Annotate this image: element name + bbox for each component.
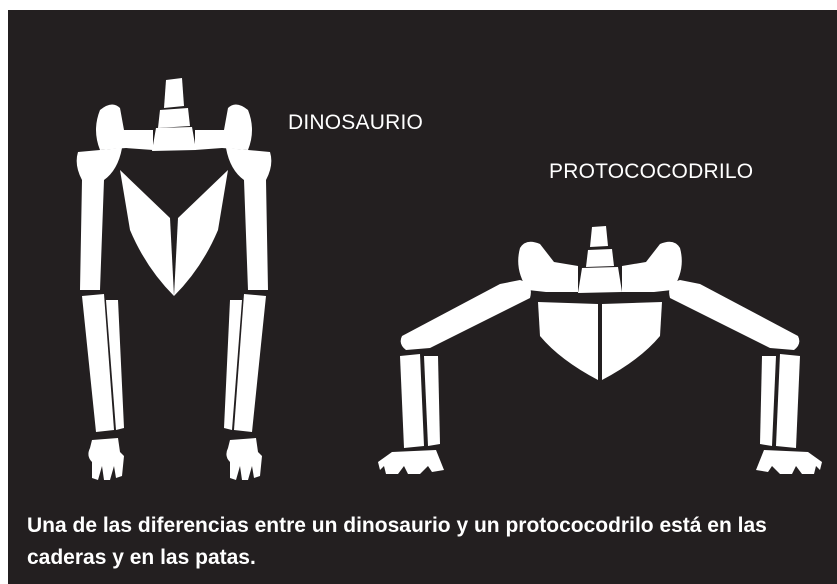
proto-fibula-left xyxy=(424,356,440,446)
proto-vertebra-top xyxy=(590,226,608,247)
protocrocodile-skeleton xyxy=(378,226,822,474)
dino-ilium-right xyxy=(195,104,252,150)
dinosaur-label: DINOSAURIO xyxy=(288,111,424,134)
proto-foot-right xyxy=(756,450,822,474)
dino-femur-right xyxy=(226,148,272,290)
dino-fibula-left xyxy=(106,300,124,430)
dino-sacrum xyxy=(152,127,196,151)
dino-tibia-left xyxy=(82,294,114,432)
dino-tibia-right xyxy=(234,294,266,432)
dino-pubis-left xyxy=(120,170,174,296)
dino-fibula-right xyxy=(224,300,242,430)
proto-fibula-right xyxy=(760,356,776,446)
diagram-panel: DINOSAURIO PROTOCOCODRILO Una de las dif… xyxy=(8,10,837,584)
proto-vertebra-middle xyxy=(586,249,614,267)
dino-ilium-left xyxy=(96,104,153,150)
proto-tibia-right xyxy=(776,354,800,448)
dino-femur-left xyxy=(76,148,122,290)
dino-vertebra-top xyxy=(164,78,184,108)
dino-pubis-right xyxy=(174,170,228,296)
proto-pelvic-plate-right xyxy=(602,302,662,380)
proto-ilium-left xyxy=(518,241,578,292)
proto-tibia-left xyxy=(400,354,424,448)
proto-sacrum xyxy=(578,267,622,293)
protocrocodile-label: PROTOCOCODRILO xyxy=(549,160,754,183)
proto-femur-right xyxy=(669,280,800,350)
proto-foot-left xyxy=(378,450,444,474)
skeleton-comparison-illustration xyxy=(76,78,822,480)
caption-text: Una de las diferencias entre un dinosaur… xyxy=(27,514,767,569)
dinosaur-skeleton xyxy=(76,78,272,480)
dino-foot-left xyxy=(88,438,124,480)
dino-vertebra-middle xyxy=(158,108,190,128)
proto-pelvic-plate-left xyxy=(538,302,598,380)
proto-femur-left xyxy=(400,280,531,350)
proto-ilium-right xyxy=(622,241,682,292)
dino-foot-right xyxy=(226,438,262,480)
